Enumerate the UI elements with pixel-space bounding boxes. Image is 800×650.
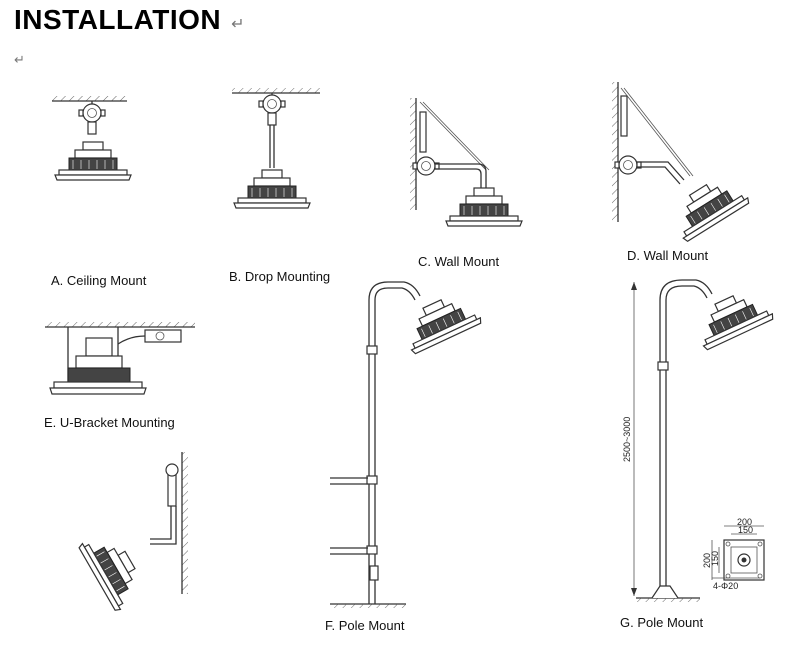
caption-drop-mounting: B. Drop Mounting [229,269,331,284]
plate-width-inner: 150 [738,525,753,535]
drop-mounting-drawing [232,88,320,209]
caption-pole-mount-g: G. Pole Mount [620,615,704,630]
base-plate-detail: 200 150 200 150 4-Φ20 [702,517,765,591]
page-title-text: INSTALLATION [14,4,222,35]
pole-height-dimension: 2500~3000 [622,417,632,462]
caption-wall-mount-c: C. Wall Mount [418,254,500,269]
wall-mount-d-drawing [612,82,751,243]
return-mark: ↵ [231,16,246,33]
hole-spec: 4-Φ20 [713,581,738,591]
page-title: INSTALLATION ↵ [14,4,245,36]
caption-wall-mount-d: D. Wall Mount [627,248,709,263]
plate-height-inner: 150 [710,551,720,566]
u-bracket-mounting-drawing [45,322,195,395]
caption-pole-mount-f: F. Pole Mount [325,618,405,633]
plate-width-outer: 200 [737,517,752,527]
pole-mount-f-drawing [330,281,484,608]
ceiling-mount-drawing [52,96,132,181]
wall-bracket-tilted-drawing [77,452,188,613]
caption-ceiling-mount: A. Ceiling Mount [51,273,147,288]
return-mark-line: ↵ [14,52,25,67]
caption-u-bracket-mounting: E. U-Bracket Mounting [44,415,175,430]
wall-mount-c-drawing [410,98,523,227]
plate-height-outer: 200 [702,553,712,568]
pole-mount-g-drawing: 2500~3000 [622,279,776,602]
